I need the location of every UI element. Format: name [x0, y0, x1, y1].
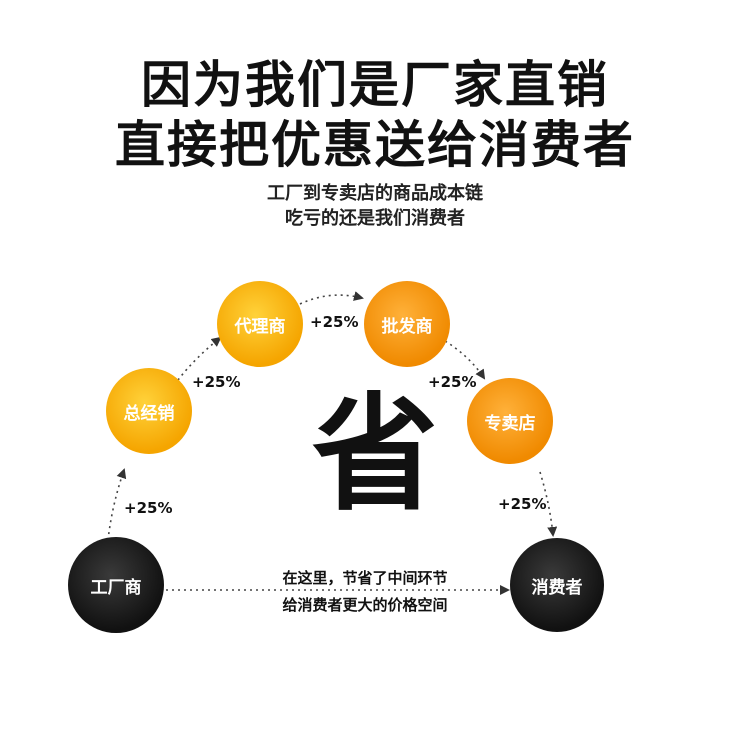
node-wholesaler-label: 批发商 [381, 316, 433, 337]
headline-line-2: 直接把优惠送给消费者 [115, 116, 635, 174]
arrow-general-to-agent [177, 336, 222, 381]
markup-general-to-agent: +25% [192, 373, 241, 391]
markup-agent-to-wholesaler: +25% [310, 313, 359, 331]
node-store-label: 专卖店 [484, 413, 536, 434]
node-consumer: 消费者 [510, 538, 604, 632]
saving-note-line-1: 在这里，节省了中间环节 [282, 569, 448, 587]
node-factory-label: 工厂商 [90, 577, 142, 598]
node-store: 专卖店 [467, 378, 553, 464]
node-agent-label: 代理商 [234, 316, 286, 337]
node-agent: 代理商 [217, 281, 303, 367]
saving-note-line-2: 给消费者更大的价格空间 [282, 596, 448, 614]
node-factory: 工厂商 [68, 537, 164, 633]
markup-wholesaler-to-store: +25% [428, 373, 477, 391]
subtitle-line-2: 吃亏的还是我们消费者 [285, 208, 465, 229]
node-wholesaler: 批发商 [364, 281, 450, 367]
markup-factory-to-general: +25% [124, 499, 173, 517]
save-character: 省 [312, 381, 438, 528]
node-general-distributor-label: 总经销 [123, 403, 175, 424]
node-consumer-label: 消费者 [531, 577, 583, 598]
arrow-wholesaler-to-store [439, 337, 486, 380]
headline-line-1: 因为我们是厂家直销 [141, 56, 609, 114]
markup-store-to-consumer: +25% [498, 495, 547, 513]
arrow-agent-to-wholesaler [299, 291, 364, 305]
arrow-store-to-consumer [539, 471, 558, 537]
arrow-factory-to-general [107, 468, 127, 541]
subtitle-line-1: 工厂到专卖店的商品成本链 [267, 183, 483, 204]
node-general-distributor: 总经销 [106, 368, 192, 454]
